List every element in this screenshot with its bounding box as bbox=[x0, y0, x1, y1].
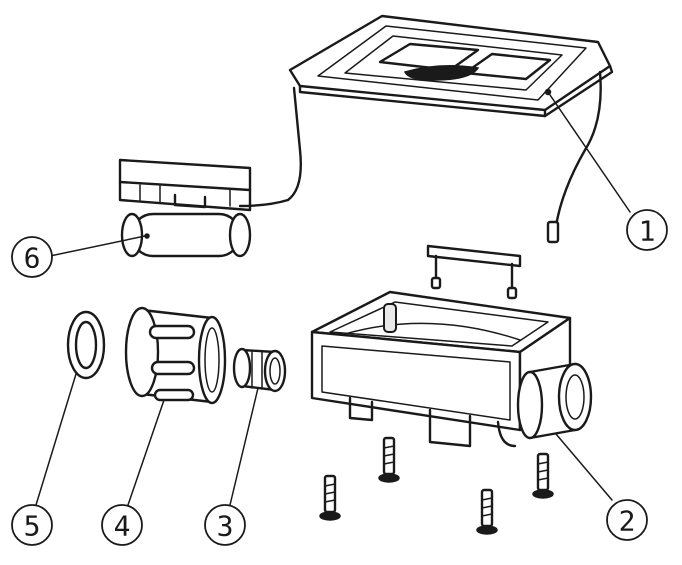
leader-line-2 bbox=[555, 433, 613, 501]
leader-line-3 bbox=[229, 387, 259, 506]
callout-3: 3 bbox=[204, 504, 246, 546]
screw bbox=[476, 488, 498, 535]
callout-4: 4 bbox=[101, 504, 143, 546]
callout-label-4: 4 bbox=[114, 510, 131, 543]
callout-5: 5 bbox=[11, 504, 53, 546]
callout-label-2: 2 bbox=[619, 505, 636, 538]
part-2-housing bbox=[310, 290, 593, 448]
part-5-gasket bbox=[66, 310, 106, 380]
leader-line-4 bbox=[127, 399, 165, 506]
callout-6: 6 bbox=[11, 236, 53, 278]
part-6-battery-holder bbox=[118, 158, 252, 212]
screws bbox=[319, 436, 554, 535]
part-3-pipe-nipple bbox=[232, 347, 287, 393]
callout-label-6: 6 bbox=[24, 242, 41, 275]
callout-label-5: 5 bbox=[24, 510, 41, 543]
screw bbox=[378, 436, 400, 483]
part-6-battery bbox=[120, 212, 252, 258]
leader-lines bbox=[35, 91, 631, 506]
screw bbox=[532, 452, 554, 499]
callout-2: 2 bbox=[606, 499, 648, 541]
screw bbox=[319, 474, 341, 521]
leader-line-5 bbox=[35, 373, 77, 506]
leader-line-1 bbox=[547, 91, 631, 213]
part-2-top-bracket bbox=[426, 244, 522, 300]
callout-1: 1 bbox=[626, 209, 668, 251]
leader-line-6 bbox=[49, 235, 146, 257]
part-4-union-nut bbox=[124, 306, 227, 405]
part-1-display-lid bbox=[238, 14, 614, 244]
callout-label-3: 3 bbox=[217, 510, 234, 543]
callout-label-1: 1 bbox=[639, 215, 656, 248]
